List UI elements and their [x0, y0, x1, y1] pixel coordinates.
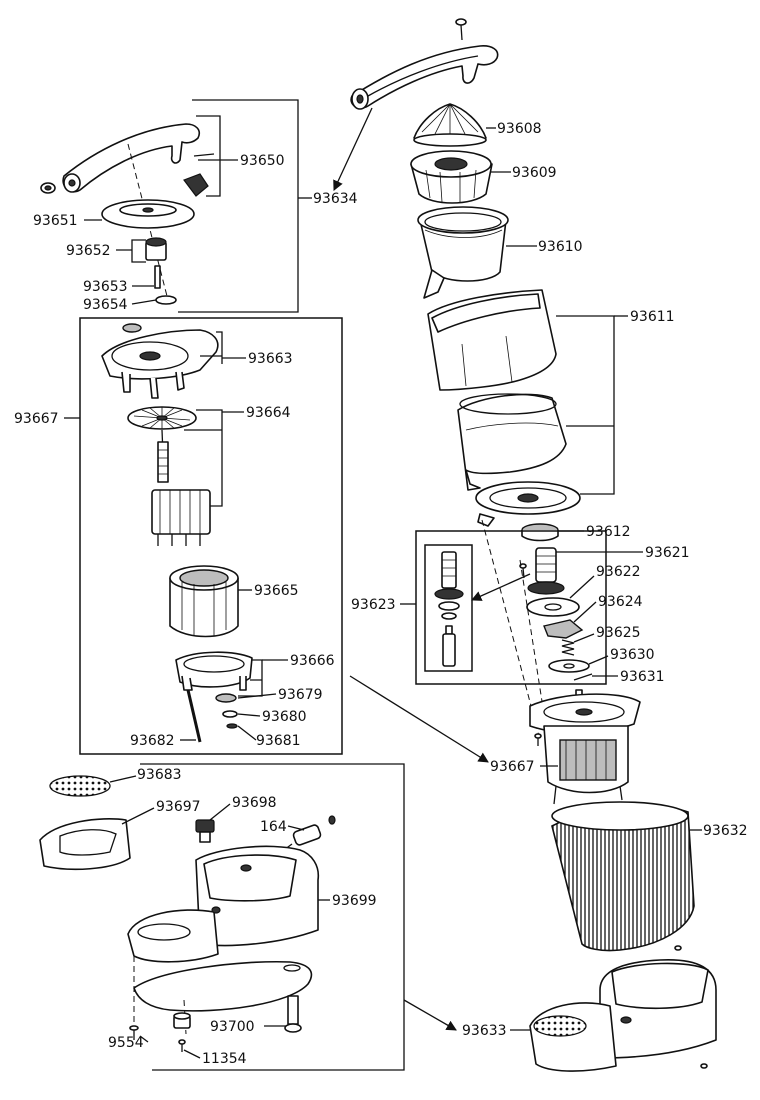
label-93663: 93663	[248, 351, 293, 367]
box-93623-inset	[424, 544, 473, 672]
label-93651: 93651	[33, 213, 78, 229]
label-93610: 93610	[538, 239, 583, 255]
washer-93622	[526, 597, 580, 617]
handle-lever-left	[40, 123, 215, 197]
label-93666: 93666	[290, 653, 335, 669]
bushing-93652	[145, 237, 167, 261]
foot-93700	[284, 995, 302, 1033]
arrow-to-inset	[471, 573, 531, 601]
arrow-93667-to-assembly	[349, 675, 489, 763]
top-screw	[455, 18, 467, 41]
label-93633: 93633	[462, 1023, 507, 1039]
label-93667-left: 93667	[14, 411, 59, 427]
label-93650: 93650	[240, 153, 285, 169]
label-93664: 93664	[246, 405, 291, 421]
label-93623: 93623	[351, 597, 396, 613]
label-93624: 93624	[598, 594, 643, 610]
label-93665: 93665	[254, 583, 299, 599]
label-93625: 93625	[596, 625, 641, 641]
label-93652: 93652	[66, 243, 111, 259]
capacitor-164	[283, 815, 336, 851]
label-93622: 93622	[596, 564, 641, 580]
coupling-93621	[527, 547, 565, 595]
fan-armature-93664	[127, 406, 211, 546]
alignment-line-base-2	[183, 999, 187, 1035]
washers-93679-93681	[215, 693, 238, 729]
label-164: 164	[260, 819, 287, 835]
label-93631: 93631	[620, 669, 665, 685]
washer-93630	[548, 659, 590, 673]
label-93682: 93682	[130, 733, 175, 749]
bottom-housing-93666	[175, 651, 253, 691]
label-93698: 93698	[232, 795, 277, 811]
label-93608: 93608	[497, 121, 542, 137]
small-screw	[519, 563, 527, 579]
base-93633-right	[529, 959, 717, 1072]
label-93609: 93609	[512, 165, 557, 181]
label-93681: 93681	[256, 733, 301, 749]
label-93612: 93612	[586, 524, 631, 540]
label-93653: 93653	[83, 279, 128, 295]
label-93611: 93611	[630, 309, 675, 325]
box-93699	[140, 763, 405, 1071]
screw-9554	[129, 1025, 139, 1040]
bearing-93612	[521, 523, 559, 542]
top-housing-93663	[101, 323, 219, 399]
label-93630: 93630	[610, 647, 655, 663]
base-housing-93699	[127, 845, 320, 963]
label-11354: 11354	[202, 1051, 247, 1067]
label-93680: 93680	[262, 709, 307, 725]
rod-93682	[186, 689, 202, 743]
box-93623	[415, 530, 607, 685]
label-93634: 93634	[313, 191, 358, 207]
cover-93651	[101, 199, 195, 229]
ribbed-cover-93632	[551, 801, 695, 952]
label-93699: 93699	[332, 893, 377, 909]
bracket-93634	[178, 99, 299, 313]
arrow-93699-to-base	[403, 999, 457, 1031]
parts-93653-93654	[154, 265, 177, 305]
stator-93665	[169, 565, 239, 638]
tiny-part	[674, 945, 682, 951]
seal-ring-93611	[475, 481, 581, 527]
motor-assembly-93667-right	[529, 693, 641, 805]
label-93683: 93683	[137, 767, 182, 783]
label-93667-right: 93667	[490, 759, 535, 775]
grille-93683	[49, 775, 111, 797]
box-93667-left	[79, 317, 343, 755]
lower-housing-93611	[457, 393, 567, 491]
label-93679: 93679	[278, 687, 323, 703]
label-93654: 93654	[83, 297, 128, 313]
label-9554: 9554	[108, 1035, 144, 1051]
label-93697: 93697	[156, 799, 201, 815]
inset-shaft-assembly	[434, 551, 464, 667]
label-93700: 93700	[210, 1019, 255, 1035]
drip-tray-93697	[39, 818, 131, 871]
bushing-11354	[173, 1012, 191, 1052]
switch-93698	[195, 819, 215, 843]
label-93621: 93621	[645, 545, 690, 561]
base-plate	[133, 960, 313, 1012]
arrow-handle-to-93634	[333, 107, 373, 191]
alignment-line-right	[481, 519, 541, 741]
pulp-container-93610	[417, 206, 509, 299]
label-93632: 93632	[703, 823, 748, 839]
upper-housing-93611	[427, 289, 557, 391]
spring-93625	[561, 639, 575, 656]
sieve-basket-93609	[410, 150, 493, 204]
reamer-cone-93608	[413, 103, 487, 147]
plate-93624	[543, 619, 584, 639]
handle-lever-right	[350, 45, 499, 110]
